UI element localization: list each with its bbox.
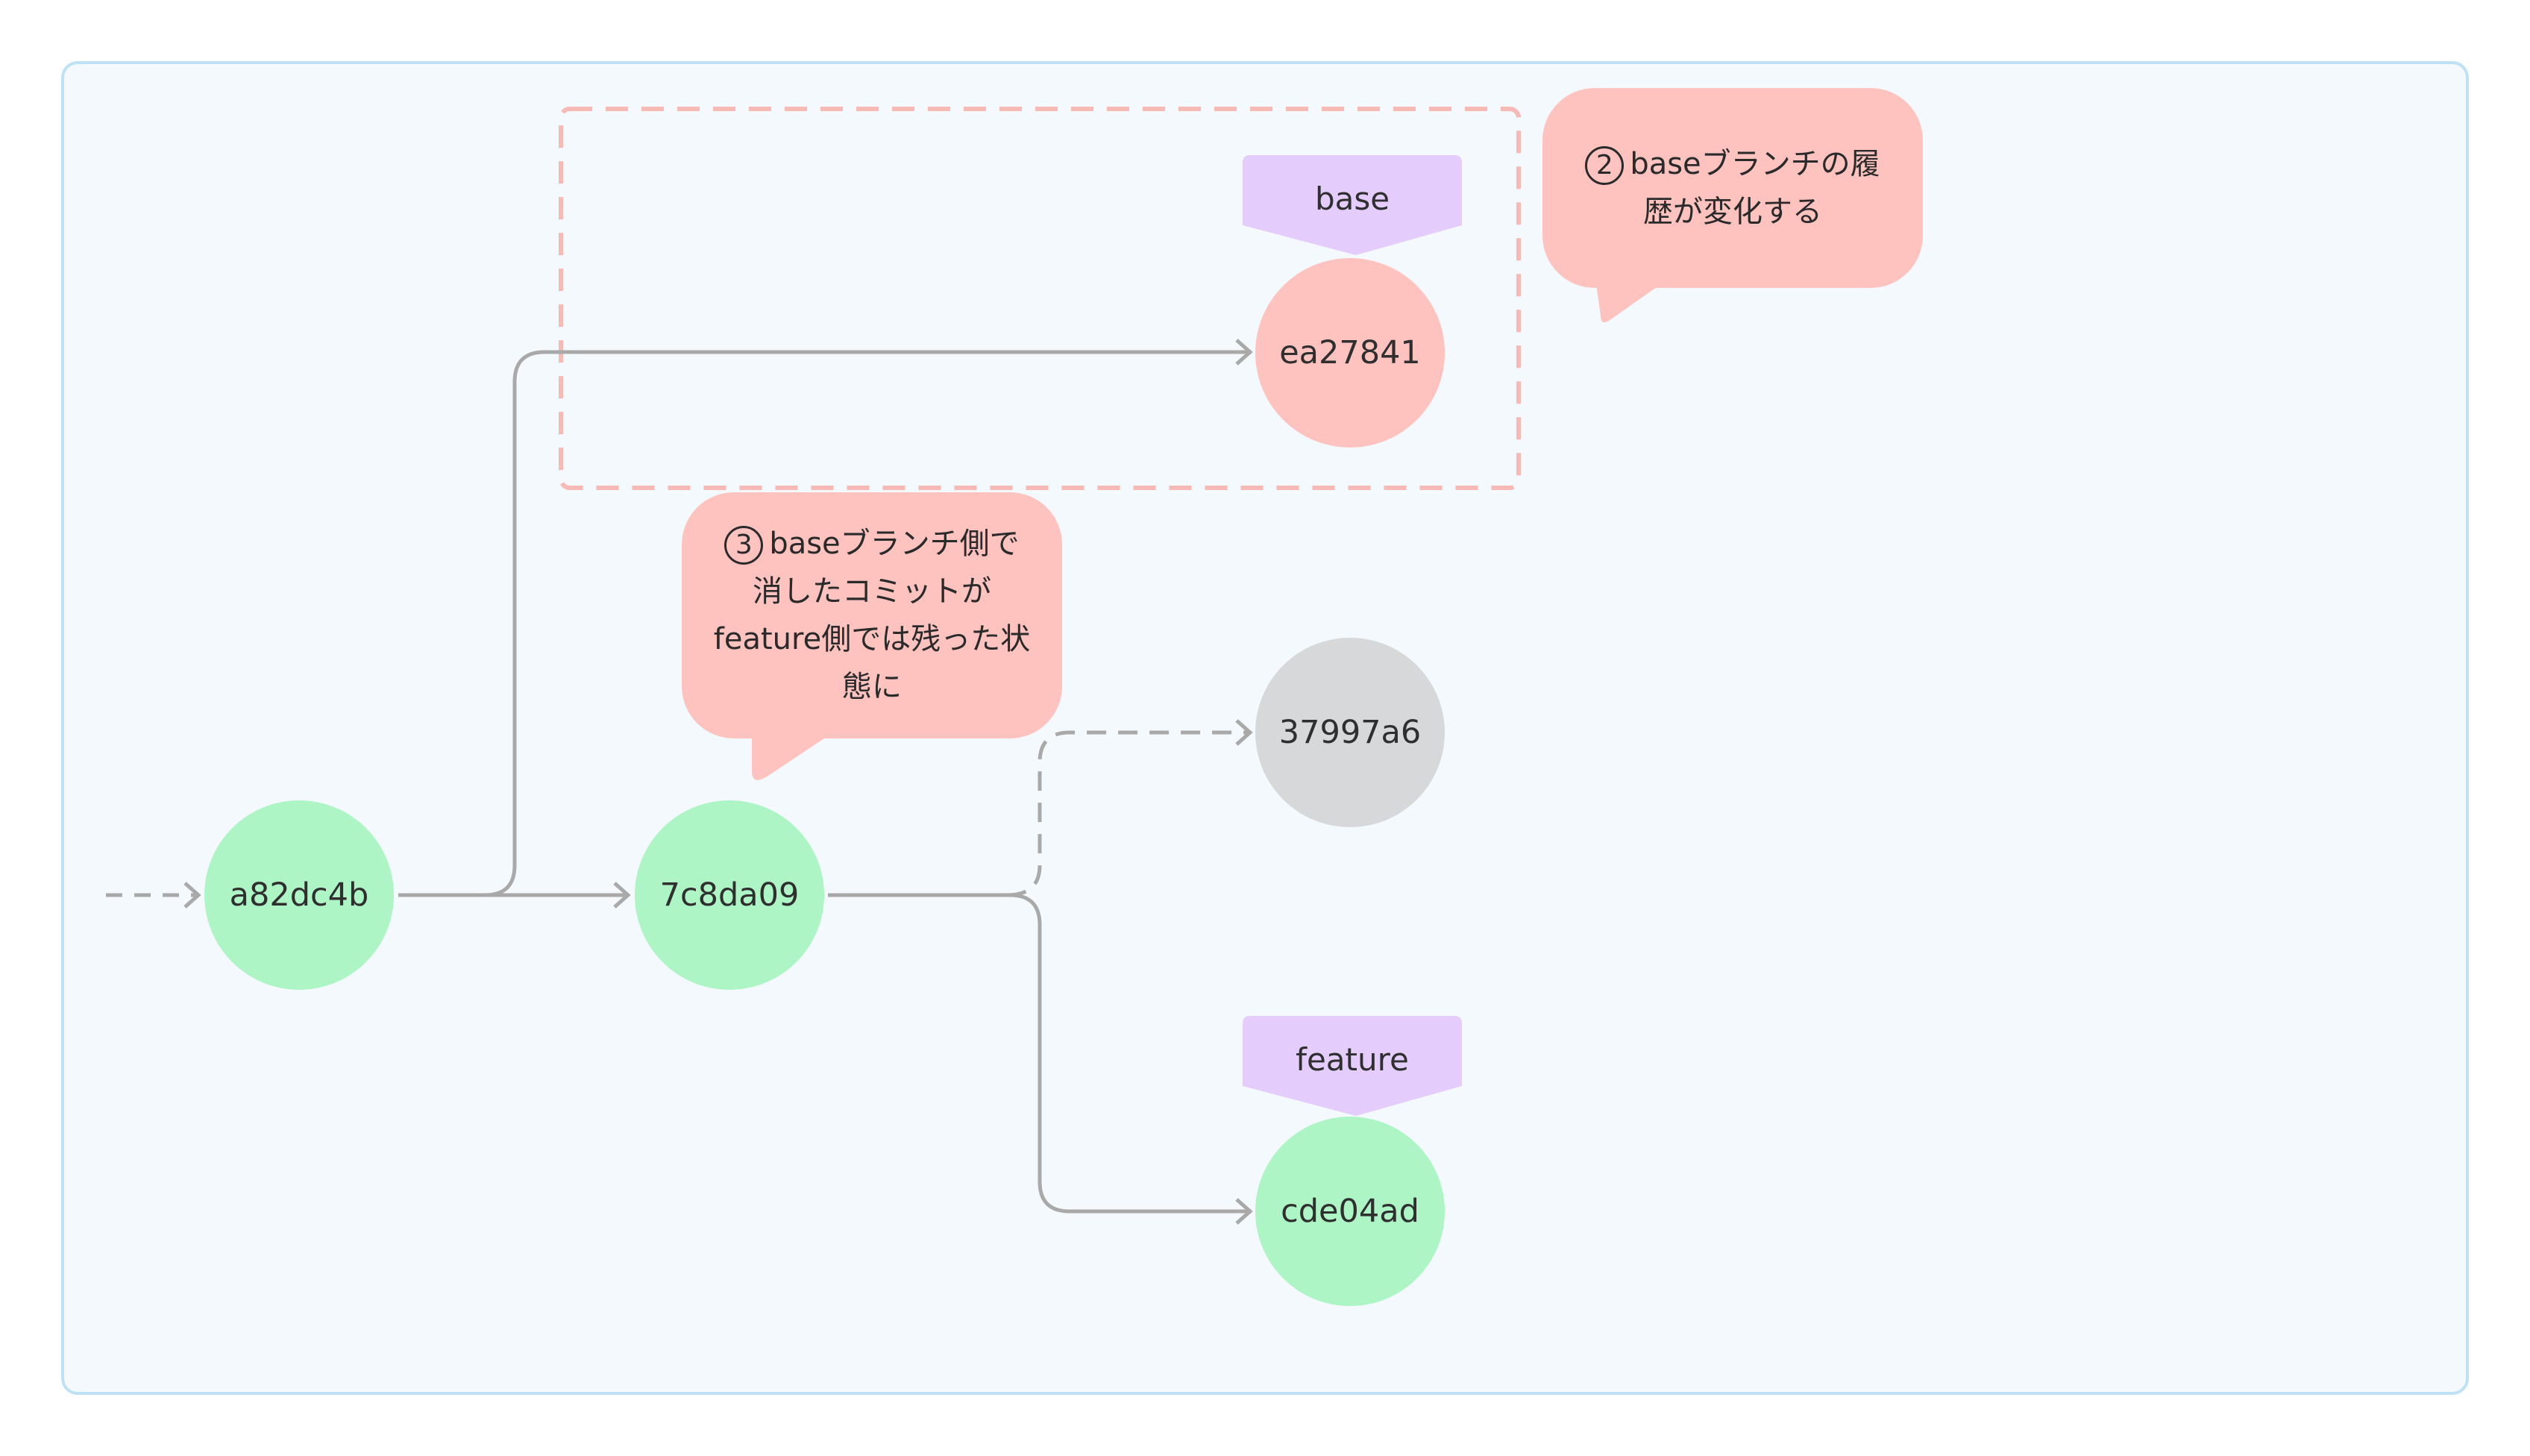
commit-cde04ad-label: cde04ad [1281,1193,1419,1230]
commit-37997a6[interactable]: 37997a6 [1255,638,1445,827]
edge-7c8da09-37997a6 [1006,730,1247,897]
callout-2-line-1: baseブランチの履 [1630,147,1880,181]
branch-tag-feature: feature [1296,1041,1409,1078]
callout-3-number: 3 [724,526,764,565]
branch-tag-base-shape [1243,155,1462,255]
highlight-box [559,107,1521,490]
callout-3-line-3: feature側では残った状 [713,622,1031,656]
edge-7c8da09-cde04ad [828,893,1247,1214]
commit-ea27841[interactable]: ea27841 [1255,258,1445,448]
callout-2-number: 2 [1585,146,1625,185]
arrow-head-37997a6 [1235,719,1253,746]
arrow-head-incoming [183,882,201,909]
arrow-head-ea27841 [1235,339,1253,365]
branch-tag-feature-shape [1243,1016,1462,1116]
commit-cde04ad[interactable]: cde04ad [1255,1117,1445,1306]
arrow-head-cde04ad [1235,1198,1253,1225]
commit-7c8da09[interactable]: 7c8da09 [635,800,824,990]
arrow-head-7c8da09 [613,882,631,909]
edge-a82dc4b-ea27841 [398,350,1247,897]
commit-37997a6-label: 37997a6 [1278,714,1422,751]
callout-3-tail [752,731,835,780]
callout-3-line-1: baseブランチ側で [769,527,1020,561]
callout-2-tail [1596,283,1662,323]
commit-a82dc4b-label: a82dc4b [229,876,369,914]
callout-2-line-2: 歴が変化する [1642,195,1822,229]
commit-ea27841-label: ea27841 [1279,334,1421,371]
commit-7c8da09-label: 7c8da09 [659,876,800,914]
callout-3-line-2: 消したコミットが [752,574,991,609]
callout-3-line-4: 態に [841,670,902,704]
branch-tag-base: base [1314,181,1390,217]
commit-a82dc4b[interactable]: a82dc4b [204,800,394,990]
